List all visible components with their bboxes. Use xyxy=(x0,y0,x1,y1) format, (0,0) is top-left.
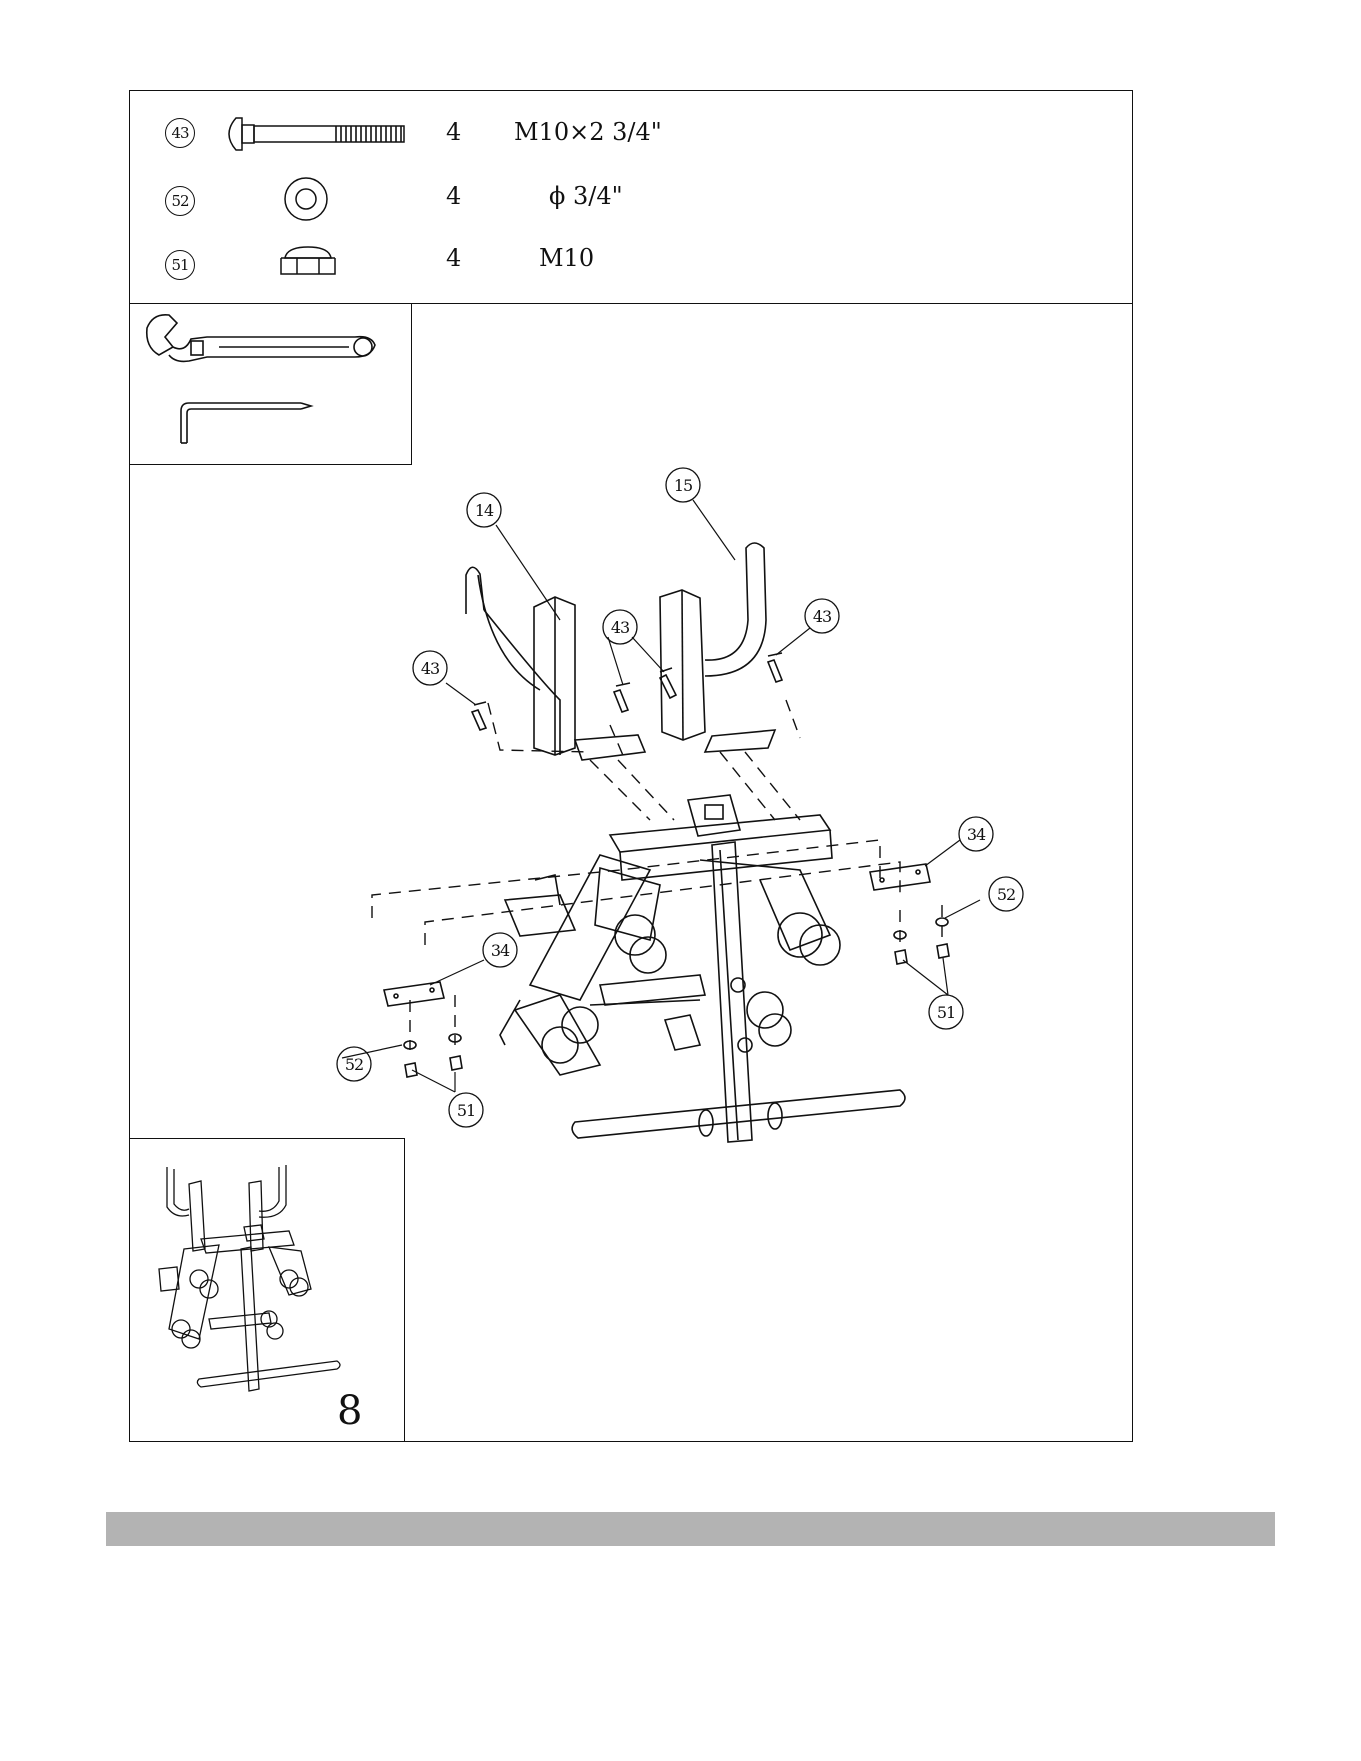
left-handle-post-14 xyxy=(466,567,645,760)
callout-51-right: 51 xyxy=(937,1003,955,1022)
base-foot-bar xyxy=(572,1090,905,1138)
right-plate-34 xyxy=(870,864,930,890)
right-nuts-51-washers-52 xyxy=(894,918,949,964)
footer-bar xyxy=(106,1512,1275,1546)
left-arm-frame xyxy=(500,855,650,1075)
center-upright xyxy=(712,842,752,1142)
left-plate-34 xyxy=(384,982,444,1006)
bolt-43-right xyxy=(768,653,782,682)
callout-43-center: 43 xyxy=(611,618,629,637)
callout-52-right: 52 xyxy=(997,885,1015,904)
bolt-43-left xyxy=(472,702,486,730)
assembled-view-inset: 8 xyxy=(129,1138,405,1442)
right-handle-post-15 xyxy=(660,543,775,752)
bolt-43-center-a xyxy=(614,683,630,712)
callout-15: 15 xyxy=(674,476,692,495)
callout-52-left: 52 xyxy=(345,1055,363,1074)
callout-43-right: 43 xyxy=(813,607,831,626)
callout-34-left: 34 xyxy=(491,941,510,960)
bolt-43-center-b xyxy=(660,668,676,698)
callout-34-right: 34 xyxy=(967,825,986,844)
step-number: 8 xyxy=(337,1391,362,1431)
callout-43-left: 43 xyxy=(421,659,439,678)
callout-51-left: 51 xyxy=(457,1101,475,1120)
callout-14: 14 xyxy=(475,501,494,520)
